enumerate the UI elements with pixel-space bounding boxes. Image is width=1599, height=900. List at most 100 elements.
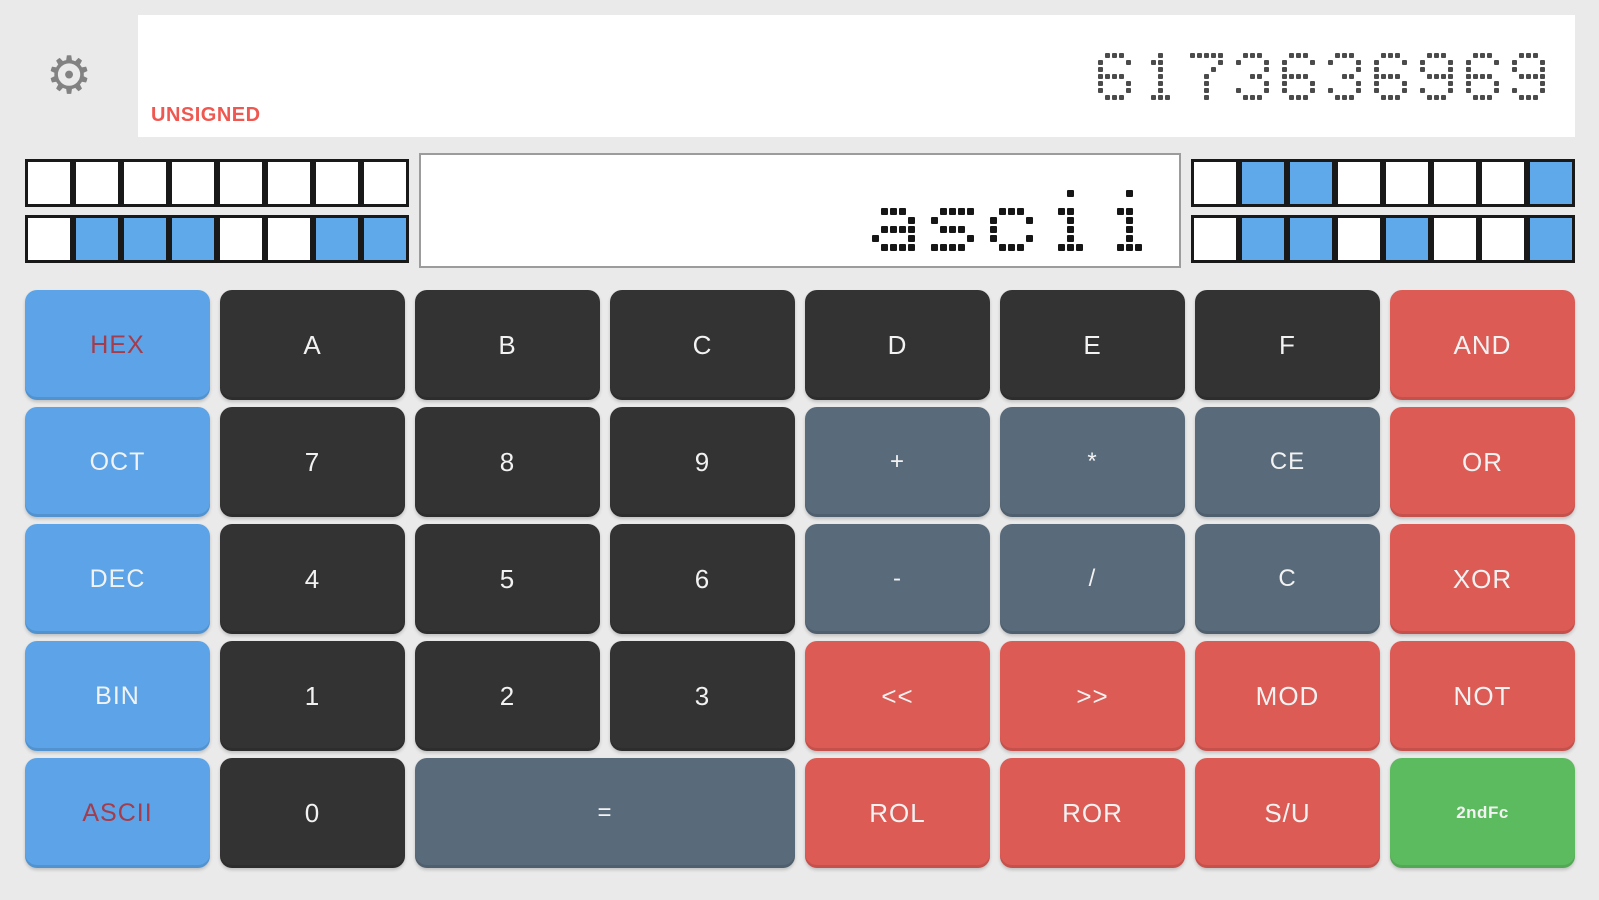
dot-char (1328, 52, 1361, 100)
dot-char (1190, 52, 1223, 100)
key-4[interactable]: 4 (220, 524, 405, 634)
bit-cell-off (217, 214, 265, 263)
bit-cell-off (25, 214, 73, 263)
bit-cell-on (313, 214, 361, 263)
key-b[interactable]: B (415, 290, 600, 400)
bit-cell-on (121, 214, 169, 263)
key-clear[interactable]: C (1195, 524, 1380, 634)
bit-cell-on (1383, 214, 1431, 263)
dot-char (931, 190, 974, 251)
key-ascii[interactable]: ASCII (25, 758, 210, 868)
main-display: UNSIGNED (138, 15, 1575, 137)
bit-cell-on (73, 214, 121, 263)
bit-cell-on (1527, 158, 1575, 207)
key-multiply[interactable]: * (1000, 407, 1185, 517)
key-7[interactable]: 7 (220, 407, 405, 517)
key-su[interactable]: S/U (1195, 758, 1380, 868)
bit-cell-on (361, 214, 409, 263)
key-xor[interactable]: XOR (1390, 524, 1575, 634)
key-e[interactable]: E (1000, 290, 1185, 400)
key-subtract[interactable]: - (805, 524, 990, 634)
dot-char (1108, 190, 1151, 251)
settings-button[interactable]: ⚙ (0, 15, 138, 137)
key-c-digit[interactable]: C (610, 290, 795, 400)
bit-cell-off (265, 214, 313, 263)
display-value (1098, 52, 1545, 100)
bit-cell-off (121, 158, 169, 207)
key-a[interactable]: A (220, 290, 405, 400)
dot-char (1236, 52, 1269, 100)
key-not[interactable]: NOT (1390, 641, 1575, 751)
key-0[interactable]: 0 (220, 758, 405, 868)
key-rol[interactable]: ROL (805, 758, 990, 868)
bit-grid-left (25, 153, 409, 268)
dot-char (1466, 52, 1499, 100)
bit-cell-off (1191, 214, 1239, 263)
gear-icon: ⚙ (45, 47, 93, 105)
bit-cell-off (1383, 158, 1431, 207)
bit-cell-off (1335, 158, 1383, 207)
key-5[interactable]: 5 (415, 524, 600, 634)
secondary-display-value (872, 190, 1151, 251)
bit-cell-off (1431, 214, 1479, 263)
bit-cell-off (1431, 158, 1479, 207)
key-mod[interactable]: MOD (1195, 641, 1380, 751)
key-equals[interactable]: = (415, 758, 795, 868)
bit-row (25, 158, 409, 207)
key-divide[interactable]: / (1000, 524, 1185, 634)
bit-cell-on (1239, 214, 1287, 263)
key-dec[interactable]: DEC (25, 524, 210, 634)
dot-char (1282, 52, 1315, 100)
key-ce[interactable]: CE (1195, 407, 1380, 517)
bit-row (1191, 214, 1575, 263)
secondary-display (419, 153, 1181, 268)
bit-cell-off (25, 158, 73, 207)
bit-cell-off (1479, 214, 1527, 263)
dot-char (1512, 52, 1545, 100)
key-8[interactable]: 8 (415, 407, 600, 517)
bit-cell-off (361, 158, 409, 207)
bit-cell-on (1527, 214, 1575, 263)
key-6[interactable]: 6 (610, 524, 795, 634)
key-9[interactable]: 9 (610, 407, 795, 517)
bit-row (25, 214, 409, 263)
dot-char (872, 190, 915, 251)
bit-cell-off (169, 158, 217, 207)
sign-mode-label: UNSIGNED (151, 104, 261, 126)
key-shift-left[interactable]: << (805, 641, 990, 751)
bit-cell-on (1287, 214, 1335, 263)
key-2[interactable]: 2 (415, 641, 600, 751)
bit-row (1191, 158, 1575, 207)
dot-char (1420, 52, 1453, 100)
bit-grid-right (1191, 153, 1575, 268)
bit-cell-off (1335, 214, 1383, 263)
dot-char (1374, 52, 1407, 100)
dot-char (1098, 52, 1131, 100)
bit-cell-on (1287, 158, 1335, 207)
key-and[interactable]: AND (1390, 290, 1575, 400)
bit-cell-off (73, 158, 121, 207)
key-shift-right[interactable]: >> (1000, 641, 1185, 751)
key-d[interactable]: D (805, 290, 990, 400)
key-bin[interactable]: BIN (25, 641, 210, 751)
key-1[interactable]: 1 (220, 641, 405, 751)
bit-cell-on (169, 214, 217, 263)
key-2ndfc[interactable]: 2ndFc (1390, 758, 1575, 868)
dot-char (1049, 190, 1092, 251)
key-or[interactable]: OR (1390, 407, 1575, 517)
bit-cell-off (313, 158, 361, 207)
key-3[interactable]: 3 (610, 641, 795, 751)
bit-cell-off (265, 158, 313, 207)
dot-char (1144, 52, 1177, 100)
key-add[interactable]: + (805, 407, 990, 517)
binary-row (25, 153, 1575, 268)
key-f[interactable]: F (1195, 290, 1380, 400)
bit-cell-on (1239, 158, 1287, 207)
display-row: ⚙ UNSIGNED (0, 0, 1599, 137)
key-oct[interactable]: OCT (25, 407, 210, 517)
key-hex[interactable]: HEX (25, 290, 210, 400)
bit-cell-off (1191, 158, 1239, 207)
key-ror[interactable]: ROR (1000, 758, 1185, 868)
